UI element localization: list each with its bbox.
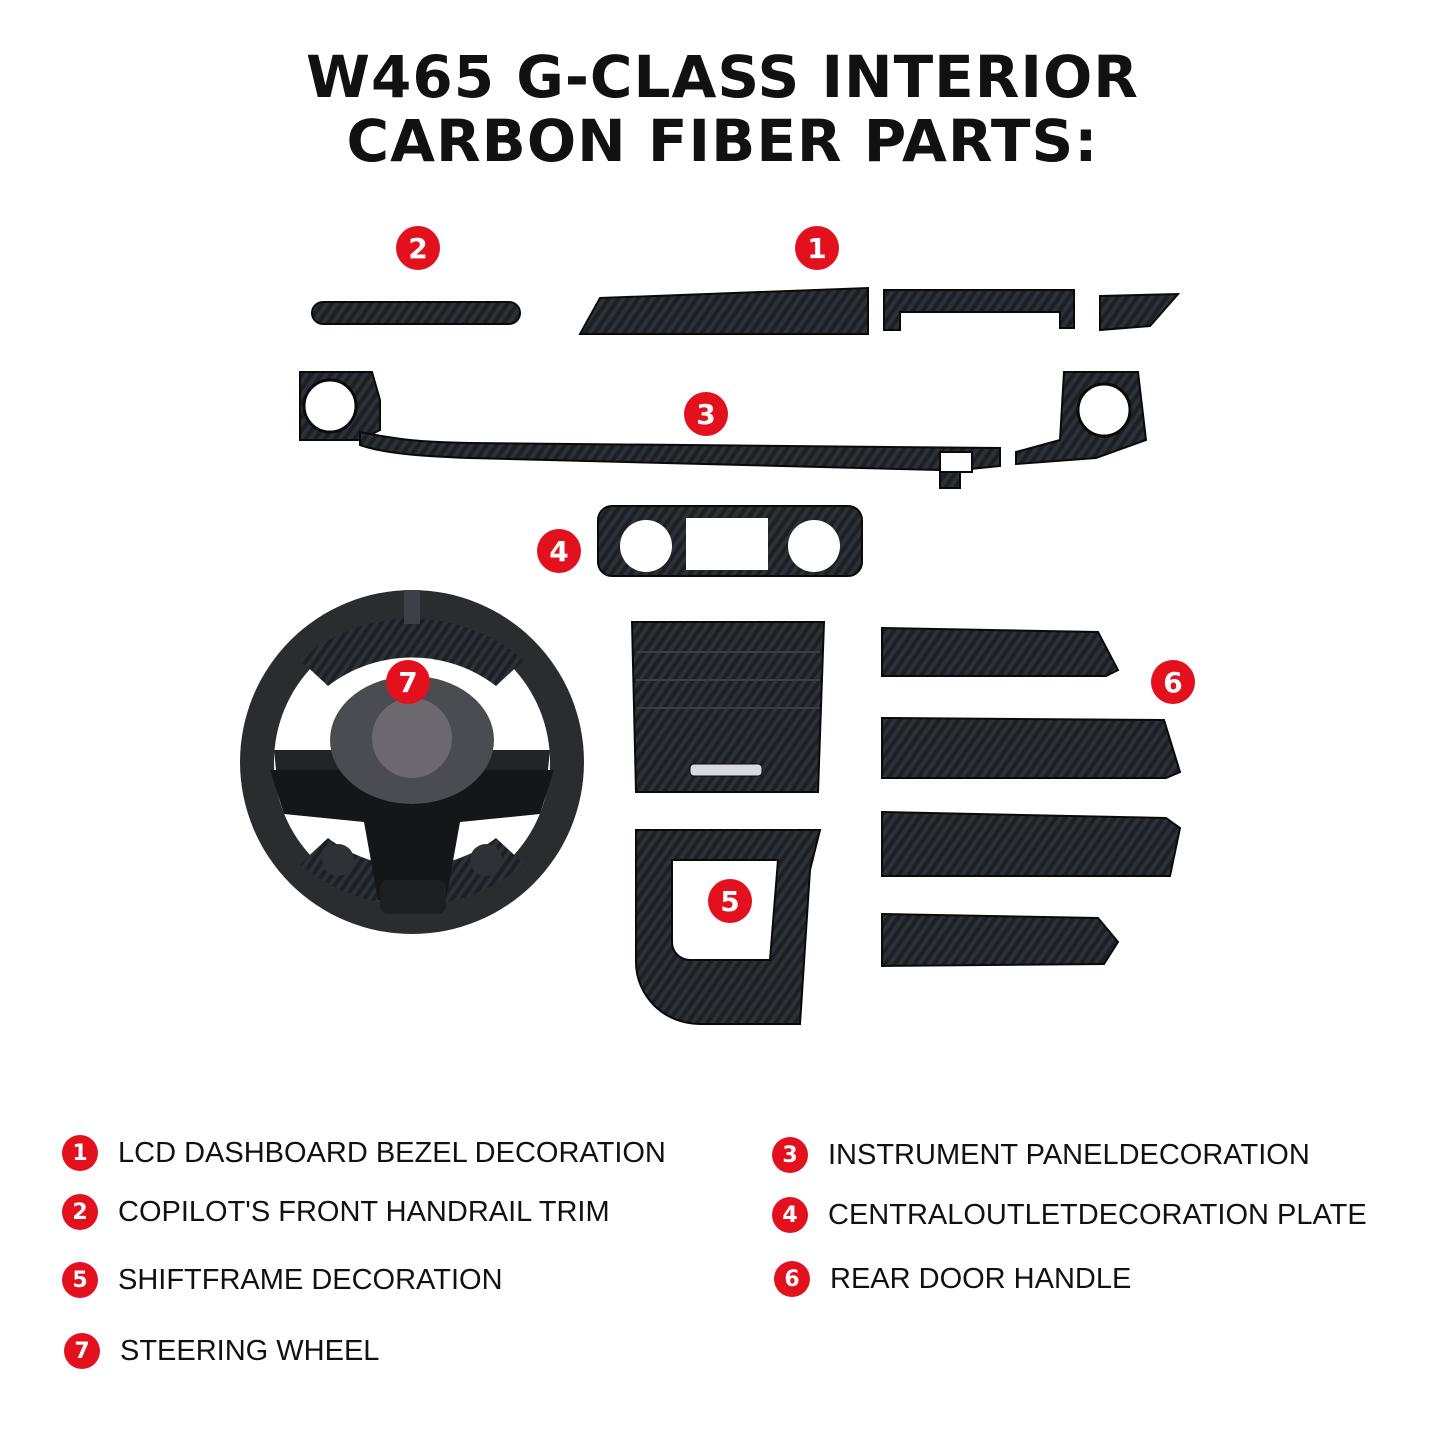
legend-label-1: LCD DASHBOARD BEZEL DECORATION — [118, 1136, 666, 1169]
page-title-line-2: CARBON FIBER PARTS: — [346, 107, 1099, 175]
legend-badge-5: 5 — [62, 1262, 98, 1298]
legend-label-5: SHIFTFRAME DECORATION — [118, 1263, 503, 1296]
legend-badge-2: 2 — [62, 1194, 98, 1230]
badge-6: 6 — [1151, 660, 1195, 704]
legend-badge-7: 7 — [64, 1333, 100, 1369]
legend-item-7: 7 STEERING WHEEL — [64, 1331, 379, 1371]
lcd-bezel-part-right — [1099, 292, 1181, 332]
legend-item-5: 5 SHIFTFRAME DECORATION — [62, 1260, 503, 1300]
legend-label-3: INSTRUMENT PANELDECORATION — [828, 1138, 1310, 1171]
legend-item-6: 6 REAR DOOR HANDLE — [774, 1259, 1131, 1299]
lcd-bezel-part-left — [578, 286, 869, 335]
legend-item-3: 3 INSTRUMENT PANELDECORATION — [772, 1135, 1310, 1175]
center-console-cover-part — [630, 621, 826, 793]
rear-door-handle-parts — [881, 626, 1182, 968]
legend-label-6: REAR DOOR HANDLE — [830, 1262, 1132, 1295]
legend-item-1: 1 LCD DASHBOARD BEZEL DECORATION — [62, 1133, 666, 1173]
legend-label-4: CENTRALOUTLETDECORATION PLATE — [828, 1198, 1367, 1231]
shift-frame-part — [635, 829, 822, 1025]
legend-item-2: 2 COPILOT'S FRONT HANDRAIL TRIM — [62, 1192, 610, 1232]
central-outlet-plate-part — [597, 505, 863, 577]
badge-2: 2 — [396, 226, 440, 270]
lcd-bezel-part-mid — [883, 289, 1075, 331]
page-title-line-1: W465 G-CLASS INTERIOR — [306, 43, 1139, 111]
instrument-panel-part — [299, 371, 1148, 489]
legend-badge-1: 1 — [62, 1135, 98, 1171]
badge-4: 4 — [537, 529, 581, 573]
legend-badge-4: 4 — [772, 1197, 808, 1233]
legend-badge-6: 6 — [774, 1261, 810, 1297]
steering-wheel-part — [240, 590, 584, 934]
badge-1: 1 — [795, 226, 839, 270]
legend-label-2: COPILOT'S FRONT HANDRAIL TRIM — [118, 1195, 610, 1228]
parts-illustration — [240, 286, 1182, 1025]
legend-label-7: STEERING WHEEL — [120, 1334, 380, 1367]
badge-5: 5 — [708, 879, 752, 923]
legend-badge-3: 3 — [772, 1137, 808, 1173]
handrail-trim-part — [311, 301, 521, 325]
badge-7: 7 — [386, 660, 430, 704]
badge-3: 3 — [684, 392, 728, 436]
legend-item-4: 4 CENTRALOUTLETDECORATION PLATE — [772, 1195, 1367, 1235]
